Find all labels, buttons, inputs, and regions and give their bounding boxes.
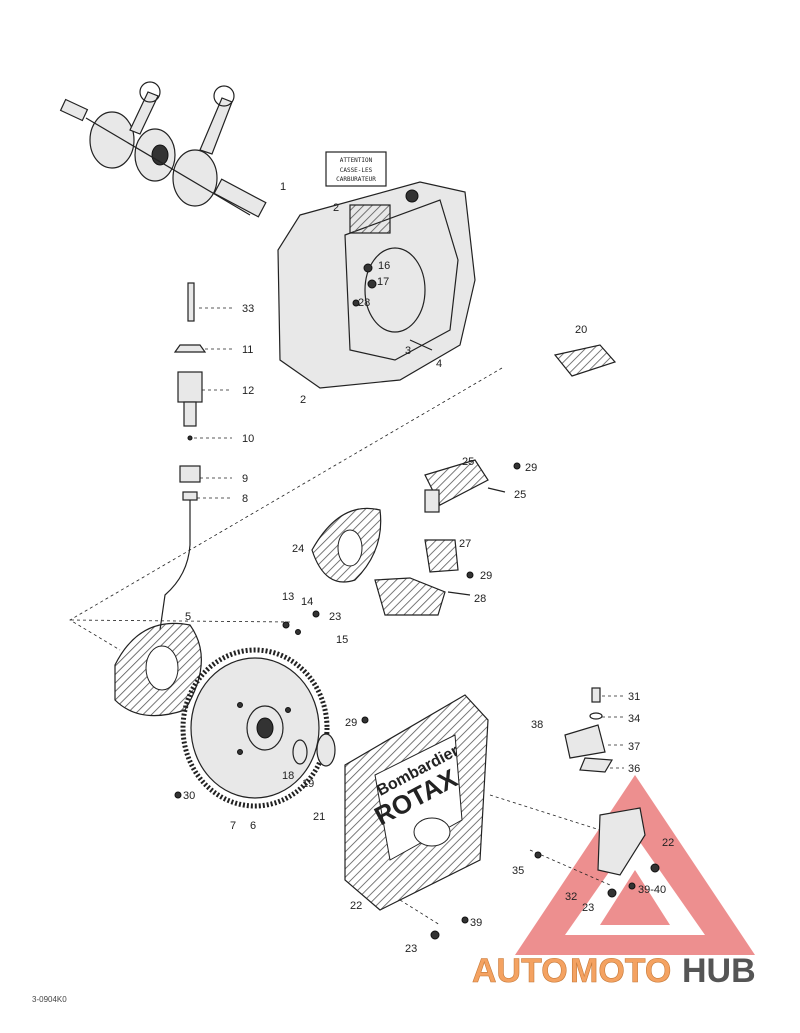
fasteners: [174, 462, 636, 940]
callout-31: 31: [628, 691, 640, 703]
callout-24: 24: [292, 543, 304, 555]
callout-4: 4: [436, 358, 442, 370]
callout-29: 29: [525, 462, 537, 474]
automotohub-watermark: AUTO MOTO HUB: [472, 952, 756, 991]
callout-30: 30: [183, 790, 195, 802]
callout-2: 2: [300, 394, 306, 406]
callout-29: 29: [345, 717, 357, 729]
callout-2: 2: [333, 202, 339, 214]
callout-34: 34: [628, 713, 640, 725]
callout-16: 16: [378, 260, 390, 272]
callout-7: 7: [230, 820, 236, 832]
callout-22: 22: [662, 837, 674, 849]
callout-32: 32: [565, 891, 577, 903]
callout-1: 1: [280, 181, 286, 193]
callout-28: 28: [358, 297, 370, 309]
warning-triangle-logo: [515, 775, 755, 955]
svg-text:ATTENTION: ATTENTION: [340, 157, 373, 164]
callout-27: 27: [459, 538, 471, 550]
callout-10: 10: [242, 433, 254, 445]
bracket-22: [597, 807, 660, 898]
callout-25: 25: [462, 456, 474, 468]
callout-39: 39: [470, 917, 482, 929]
plate-24: [311, 507, 382, 583]
svg-text:CARBURATEUR: CARBURATEUR: [336, 176, 376, 183]
stator-5: [114, 622, 202, 717]
callout-labels: 1 2 2 3 4 16 17 28 20 33 11 12 10 9 8 25…: [183, 181, 674, 955]
flywheel-7: [180, 647, 330, 809]
callout-38: 38: [531, 719, 543, 731]
callout-14: 14: [301, 596, 313, 608]
cover-21: Bombardier ROTAX: [344, 694, 489, 911]
part-27: [374, 539, 471, 616]
callout-9: 9: [242, 473, 248, 485]
callout-23: 23: [329, 611, 341, 623]
callout-39-40: 39-40: [638, 884, 666, 896]
diagram-code: 3-0904K0: [32, 995, 67, 1004]
svg-text:CASSE-LES: CASSE-LES: [340, 167, 373, 174]
pump-stack: [159, 282, 207, 631]
callout-11: 11: [242, 344, 253, 356]
callout-8: 8: [242, 493, 248, 505]
callout-36: 36: [628, 763, 640, 775]
washers-18-19: [292, 733, 336, 767]
callout-13: 13: [282, 591, 294, 603]
callout-12: 12: [242, 385, 254, 397]
crankshaft: [59, 81, 267, 218]
svg-text:HUB: HUB: [682, 952, 756, 990]
callout-29: 29: [480, 570, 492, 582]
callout-21: 21: [313, 811, 325, 823]
callout-23: 23: [405, 943, 417, 955]
callout-23: 23: [582, 902, 594, 914]
part-20-block: [553, 344, 617, 377]
callout-5: 5: [185, 611, 191, 623]
callout-35: 35: [512, 865, 524, 877]
callout-28: 28: [474, 593, 486, 605]
callout-3: 3: [405, 345, 411, 357]
assembly-lines: [69, 307, 624, 926]
callout-25: 25: [514, 489, 526, 501]
attention-label: ATTENTION CASSE-LES CARBURATEUR: [325, 151, 387, 187]
callout-17: 17: [377, 276, 389, 288]
crankcase-housing: [277, 181, 476, 389]
callout-19: 19: [302, 778, 314, 790]
callout-15: 15: [336, 634, 348, 646]
callout-20: 20: [575, 324, 587, 336]
bracket-38: [564, 687, 614, 773]
callout-6: 6: [250, 820, 256, 832]
svg-text:AUTO: AUTO: [472, 952, 568, 990]
gear-26: [424, 459, 506, 513]
callout-18: 18: [282, 770, 294, 782]
svg-text:MOTO: MOTO: [570, 952, 671, 990]
callout-33: 33: [242, 303, 254, 315]
callout-22: 22: [350, 900, 362, 912]
callout-37: 37: [628, 741, 640, 753]
